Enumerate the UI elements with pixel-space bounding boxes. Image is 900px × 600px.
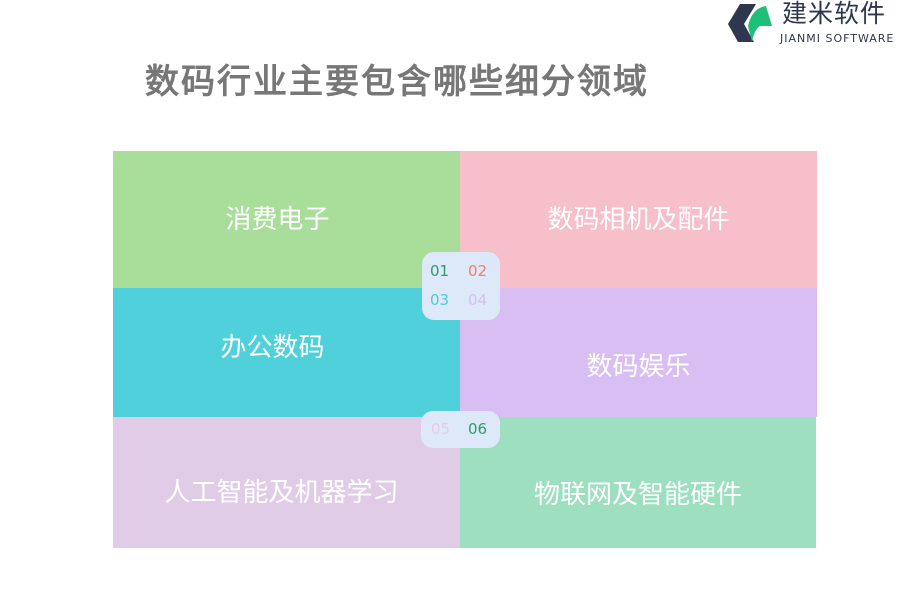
number-badge-bottom: 05 06: [421, 411, 500, 448]
segment-label: 办公数码: [220, 332, 325, 363]
logo-text-en: JIANMI SOFTWARE: [780, 32, 895, 45]
segment-digital-cameras: 数码相机及配件: [460, 151, 817, 288]
number-02: 02: [468, 262, 488, 280]
segment-label: 人工智能及机器学习: [164, 477, 399, 508]
page-title: 数码行业主要包含哪些细分领域: [145, 62, 649, 102]
number-03: 03: [430, 291, 450, 309]
segment-office-digital: 办公数码: [113, 288, 460, 417]
number-06: 06: [468, 420, 488, 438]
number-05: 05: [431, 420, 451, 438]
segment-consumer-electronics: 消费电子: [113, 151, 460, 288]
logo-icon: [728, 4, 772, 42]
logo-text-cn: 建米软件: [782, 0, 887, 28]
number-badge-top: 01 02 03 04: [422, 252, 500, 320]
number-04: 04: [468, 291, 488, 309]
segment-label: 物联网及智能硬件: [533, 479, 742, 510]
segment-label: 数码娱乐: [586, 351, 691, 382]
segment-ai-ml: 人工智能及机器学习: [113, 417, 460, 548]
segment-digital-entertainment: 数码娱乐: [460, 288, 817, 417]
segment-label: 数码相机及配件: [547, 204, 730, 235]
number-01: 01: [430, 262, 450, 280]
segment-iot-hardware: 物联网及智能硬件: [460, 417, 816, 548]
segment-label: 消费电子: [225, 204, 330, 235]
